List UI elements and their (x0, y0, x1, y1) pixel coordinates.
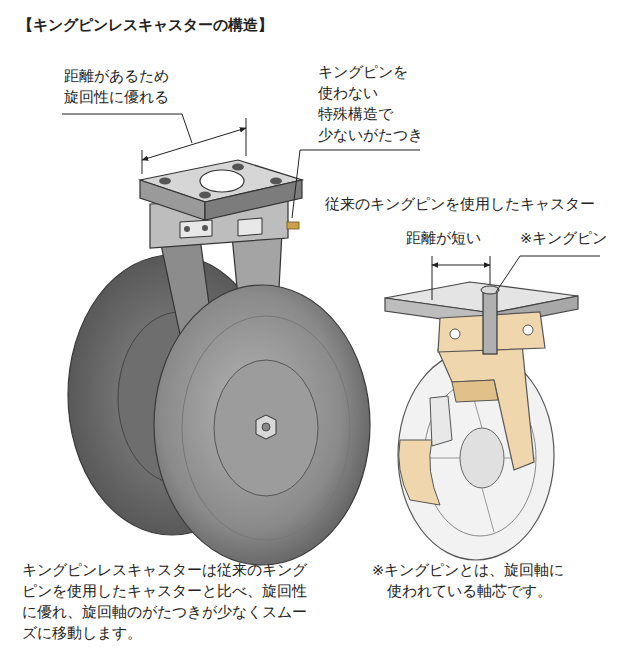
callout-text: ※キングピン (520, 228, 607, 249)
front-wheel (154, 285, 370, 565)
front-wheel-part (182, 316, 350, 540)
conventional-plate-part (523, 325, 533, 335)
conventional-plate-part (481, 286, 499, 294)
dimension-right (432, 256, 600, 300)
conventional-fork-part (430, 396, 452, 446)
dimension-right-part (490, 256, 491, 284)
section-heading: 従来のキングピンを使用したキャスター (325, 194, 595, 215)
top-plate-part (200, 170, 244, 192)
diagram-title: 【キングピンレスキャスターの構造】 (18, 16, 273, 35)
conventional-wheel-part (460, 428, 504, 488)
conventional-plate (385, 282, 578, 354)
swivel-housing-part (184, 226, 190, 232)
front-wheel-part (154, 285, 370, 565)
callout-text: 距離があるため 旋回性に優れる (64, 66, 186, 108)
conventional-wheel-part (428, 458, 460, 459)
top-plate-part (199, 192, 211, 199)
conventional-wheel-part (399, 440, 440, 505)
top-plate-part (232, 164, 244, 171)
dimension-right-part (496, 256, 600, 292)
front-wheel-part (262, 423, 270, 431)
description-text: キングピンレスキャスターは従来のキング ピンを使用したキャスターと比べ、旋回性 … (22, 560, 340, 644)
swivel-housing-part (202, 225, 208, 231)
conventional-fork-part (438, 344, 534, 470)
dimension-left-part (246, 118, 247, 156)
footnote-text: ※キングピンとは、旋回軸に 使われている軸芯です。 (372, 560, 597, 602)
callout-text: キングピンを 使わない 特殊構造で 少ないがたつき (318, 62, 426, 146)
front-wheel-part (256, 415, 276, 439)
dimension-right-part (432, 265, 490, 266)
top-plate-part (270, 178, 282, 185)
swivel-housing-part (180, 220, 212, 238)
dimension-left-part (142, 128, 246, 160)
top-plate-part (159, 178, 171, 185)
conventional-fork-part (452, 380, 498, 402)
dimension-left-part (62, 114, 192, 143)
front-wheel-part (214, 360, 318, 496)
conventional-plate-part (483, 288, 497, 354)
swivel-housing-part (287, 222, 299, 229)
swivel-housing-part (238, 218, 262, 236)
dimension-label: 距離が短い (406, 228, 481, 249)
dimension-left-part (142, 150, 143, 174)
top-plate (140, 160, 302, 220)
dimension-right-part (432, 256, 433, 300)
conventional-plate-part (450, 329, 460, 339)
conventional-fork (430, 344, 534, 470)
dimension-left (62, 114, 246, 174)
top-plate-part (140, 180, 205, 220)
conventional-wheel-part (482, 488, 494, 532)
